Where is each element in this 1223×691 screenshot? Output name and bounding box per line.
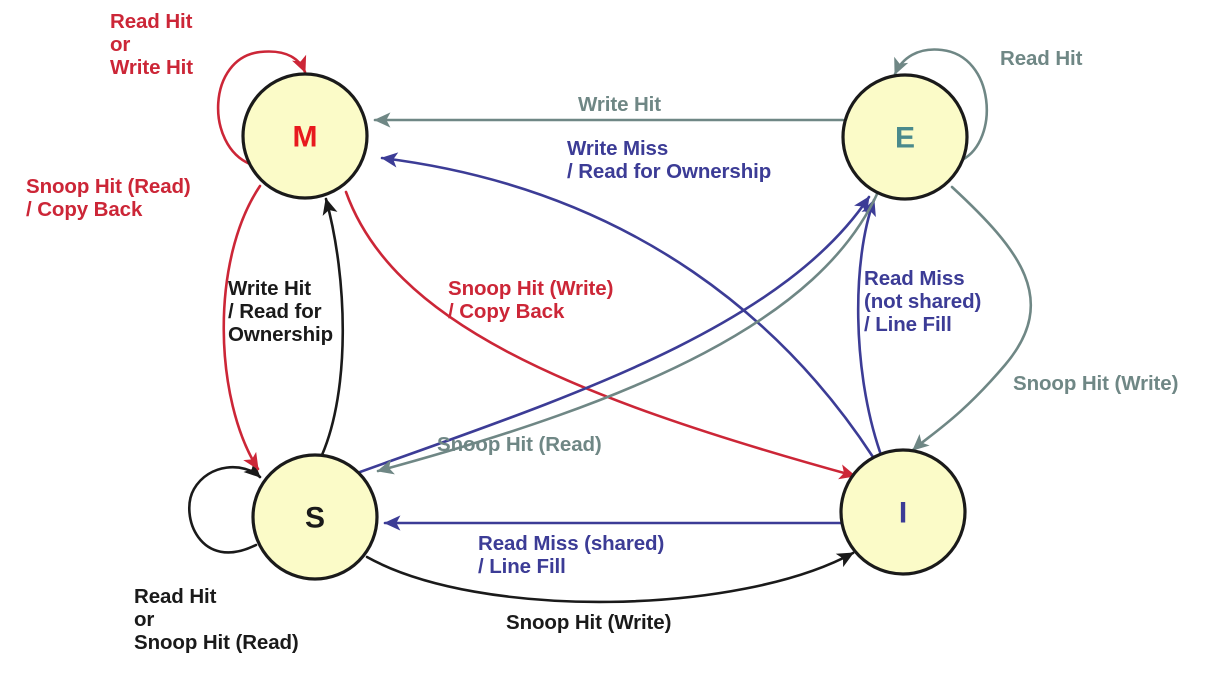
label-i-to-s: Read Miss (shared) / Line Fill (478, 532, 665, 578)
node-e-circle[interactable] (841, 73, 969, 201)
edge-i-to-m[interactable] (380, 152, 875, 459)
edge-e-to-i[interactable] (911, 185, 1033, 452)
edge-i-to-e[interactable] (856, 198, 882, 454)
label-m-self-loop: Read Hit or Write Hit (110, 10, 194, 79)
label-m-to-i: Snoop Hit (Write) / Copy Back (448, 277, 614, 323)
node-e-label: E (895, 122, 915, 155)
edge-m-to-i[interactable] (344, 190, 857, 480)
label-e-to-s: Snoop Hit (Read) (437, 433, 602, 456)
edge-e-self-loop[interactable] (893, 48, 989, 162)
label-e-to-m: Write Hit (578, 93, 662, 116)
label-i-to-m: Write Miss / Read for Ownership (567, 137, 772, 183)
node-i-label: I (899, 497, 907, 530)
label-s-self-loop: Read Hit or Snoop Hit (Read) (134, 585, 299, 654)
edge-s-to-m[interactable] (320, 197, 345, 457)
node-s-label: S (305, 502, 325, 535)
edge-s-self-loop[interactable] (188, 460, 262, 554)
label-e-self-loop: Read Hit (1000, 47, 1083, 70)
node-m-label: M (293, 121, 318, 154)
node-m[interactable]: M (241, 72, 369, 200)
edge-s-to-i[interactable] (365, 551, 855, 604)
label-s-to-i-lower: Snoop Hit (Write) (506, 611, 672, 634)
edge-m-to-s[interactable] (222, 184, 262, 471)
label-s-to-i-upper: Read Miss (not shared) / Line Fill (864, 267, 982, 336)
node-s-circle[interactable] (251, 453, 379, 581)
node-e[interactable]: E (841, 73, 969, 201)
edge-e-to-s[interactable] (376, 190, 880, 475)
node-i-circle[interactable] (839, 448, 967, 576)
label-s-to-m: Write Hit / Read for Ownership (228, 277, 334, 346)
node-m-circle[interactable] (241, 72, 369, 200)
edge-m-self-loop[interactable] (216, 50, 307, 166)
label-m-to-s: Snoop Hit (Read) / Copy Back (26, 175, 191, 221)
node-i[interactable]: I (839, 448, 967, 576)
node-s[interactable]: S (251, 453, 379, 581)
label-e-to-i: Snoop Hit (Write) (1013, 372, 1179, 395)
edge-s-to-e[interactable] (358, 195, 871, 474)
